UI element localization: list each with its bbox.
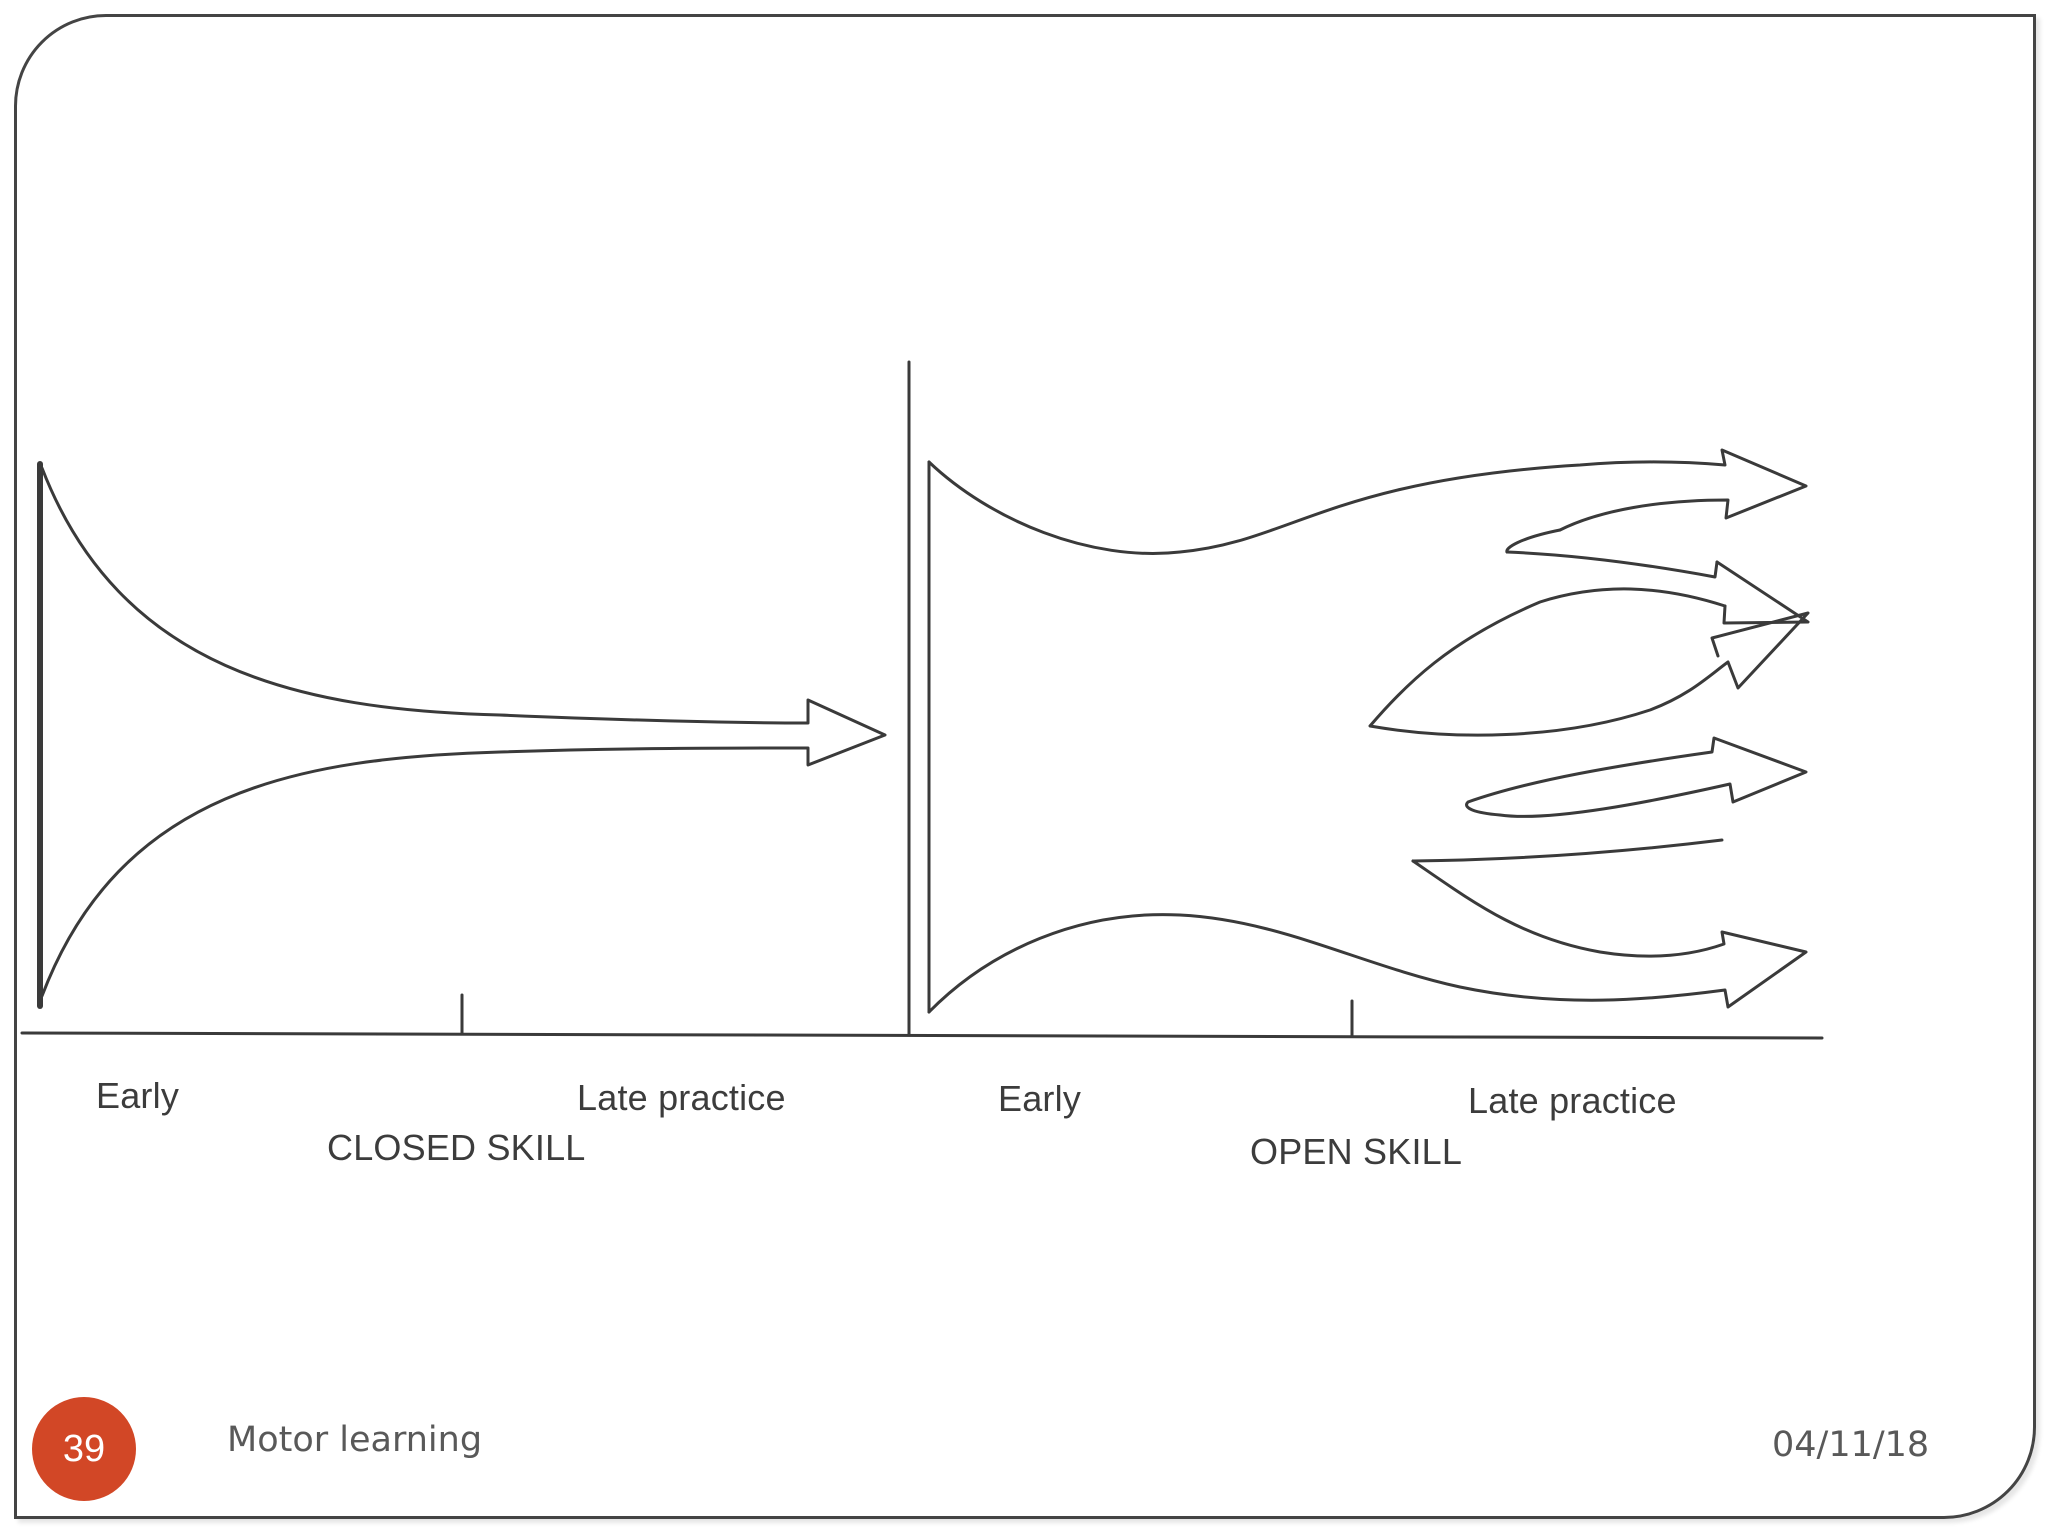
open-skill-top-arrow xyxy=(927,448,1808,555)
closed-skill-early-label: Early xyxy=(96,1075,180,1116)
open-skill-branch-arrow-2 xyxy=(1507,553,1808,623)
slide-number: 39 xyxy=(62,1427,106,1470)
practice-diagram: Early Late practice CLOSED SKILL Early L… xyxy=(0,340,1840,1200)
closed-skill-funnel-arrow xyxy=(40,466,887,998)
diagram-drawing xyxy=(20,360,1824,1040)
footer-title: Motor learning xyxy=(227,1420,483,1460)
open-skill-caption: OPEN SKILL xyxy=(1250,1131,1463,1172)
open-skill-late-practice-label: Late practice xyxy=(1468,1080,1677,1121)
practice-axis xyxy=(20,1031,1824,1040)
open-skill-branch-arrow-4 xyxy=(1465,736,1808,818)
open-skill-early-label: Early xyxy=(998,1078,1082,1119)
footer-date: 04/11/18 xyxy=(1772,1425,1930,1465)
slide-frame xyxy=(14,14,2036,1519)
closed-skill-late-practice-label: Late practice xyxy=(577,1077,786,1118)
open-skill-branch-arrow-3 xyxy=(1368,587,1810,737)
closed-skill-caption: CLOSED SKILL xyxy=(327,1127,586,1168)
slide-number-badge: 39 xyxy=(32,1397,136,1501)
open-skill-bottom-arrow xyxy=(927,859,1808,1014)
